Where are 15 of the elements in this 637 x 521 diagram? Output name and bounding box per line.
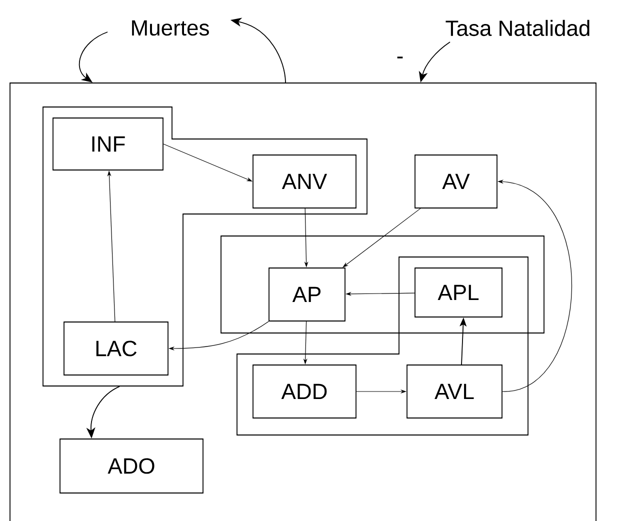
group-outline: [236, 256, 528, 436]
system-frame: [10, 82, 596, 521]
state-box: INF: [52, 118, 164, 170]
flow-label: Tasa Natalidad: [446, 20, 590, 36]
state-box: LAC: [64, 322, 168, 376]
state-box: ADO: [60, 438, 204, 494]
flow-label: Muertes: [132, 20, 209, 36]
group-outline: [220, 236, 544, 334]
state-box: AVL: [406, 364, 502, 418]
state-box: ANV: [252, 154, 356, 208]
state-box: ADD: [252, 364, 356, 418]
state-box: AP: [268, 268, 346, 322]
state-box: APL: [414, 268, 502, 318]
sign-label: -: [397, 56, 403, 58]
state-box: AV: [414, 154, 498, 208]
